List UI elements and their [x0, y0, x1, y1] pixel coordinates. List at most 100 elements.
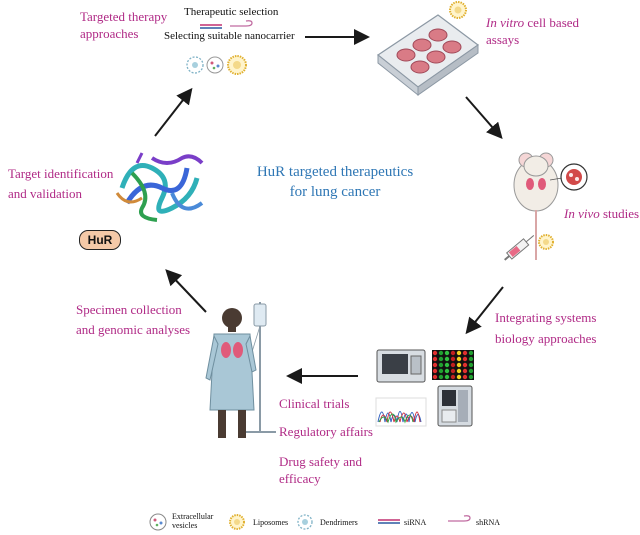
legend-dendrimer-icon [297, 514, 313, 530]
microarray-spot [462, 368, 468, 374]
nanocarrier-icons [186, 55, 247, 75]
microarray-spot [432, 374, 438, 380]
label-in-vitro: In vitro cell based assays [486, 14, 579, 48]
microarray-spot [462, 356, 468, 362]
legend-ev-line-1: Extracellular [172, 512, 214, 521]
invitro-italic: In vitro [486, 15, 525, 30]
drug-safety-line-1: Drug safety and [279, 454, 363, 469]
microarray-spot [450, 356, 456, 362]
microarray-spot [468, 368, 474, 374]
arrow-invitro-to-invivo [465, 96, 503, 140]
label-drug-safety: Drug safety and efficacy [279, 453, 362, 487]
legend-shrna: shRNA [476, 518, 501, 527]
chromatogram-illustration [375, 397, 427, 427]
therapy-line-2: approaches [80, 26, 139, 41]
microarray-spot [444, 374, 450, 380]
microarray-spot [462, 362, 468, 368]
arrow-clinical-to-specimen [165, 269, 207, 313]
microarray-spot [450, 350, 456, 356]
title-line-2: for lung cancer [289, 184, 381, 200]
microarray-spot [432, 368, 438, 374]
diagram-title: HuR targeted therapeutics for lung cance… [250, 162, 420, 202]
well-plate-illustration [376, 14, 480, 97]
microarray-spot [444, 368, 450, 374]
title-line-1: HuR targeted therapeutics [256, 164, 414, 180]
hur-protein-structure [115, 152, 204, 222]
arrow-target-to-therapy [154, 87, 193, 137]
invivo-rest: studies [599, 206, 640, 221]
invitro-line-2: assays [486, 32, 520, 47]
legend-sirna: siRNA [404, 518, 427, 527]
legend-shrna-icon [448, 515, 471, 522]
patient-illustration [205, 302, 276, 438]
microarray-spot [456, 356, 462, 362]
selection-line-2: Selecting suitable nanocarrier [164, 30, 295, 42]
microarray-spot [432, 356, 438, 362]
microarray-spot [456, 368, 462, 374]
systems-line-2: biology approaches [495, 331, 597, 346]
legend-ev-line-2: vesicles [172, 521, 198, 530]
microarray-spot [438, 356, 444, 362]
mouse-illustration [513, 152, 588, 260]
legend-sirna-icon [378, 519, 400, 524]
microarray-spot [444, 362, 450, 368]
analyzer-illustration [437, 385, 473, 427]
liposome-icon [227, 55, 247, 75]
microarray-spot [444, 350, 450, 356]
legend-dendrimers: Dendrimers [320, 518, 358, 527]
invitro-rest: cell based [524, 15, 580, 30]
arrow-invivo-to-systems [465, 286, 504, 335]
hur-label-badge: HuR [79, 230, 121, 250]
systems-line-1: Integrating systems [495, 310, 597, 325]
syringe-liposome-icon [538, 234, 554, 250]
microarray-spot [462, 350, 468, 356]
label-clinical-trials: Clinical trials [279, 396, 350, 411]
target-line-2: and validation [8, 186, 83, 201]
label-systems-biology: Integrating systems biology approaches [495, 309, 596, 347]
microarray-spot [468, 362, 474, 368]
microarray-spot [432, 362, 438, 368]
label-regulatory-affairs: Regulatory affairs [279, 424, 373, 439]
microarray-spot [438, 368, 444, 374]
selection-rna-icons [200, 20, 253, 29]
microarray-spot [444, 356, 450, 362]
therapy-line-1: Targeted therapy [80, 9, 168, 24]
microarray-spot [456, 350, 462, 356]
legend-liposome-icon [229, 514, 245, 530]
target-line-1: Target identification [8, 166, 114, 181]
legend-extracellular-vesicles: Extracellular vesicles [172, 512, 213, 530]
label-targeted-therapy: Targeted therapy approaches [80, 8, 167, 42]
microarray-spot [438, 362, 444, 368]
microarray-spot [456, 374, 462, 380]
microarray-spot [468, 356, 474, 362]
microarray-spot [432, 350, 438, 356]
label-therapeutic-selection: Therapeutic selection Selecting suitable… [164, 5, 295, 43]
sequencer-illustration [376, 349, 426, 383]
legend-liposomes: Liposomes [253, 518, 289, 527]
label-target-identification: Target identification and validation [8, 165, 113, 202]
microarray-heatmap [432, 350, 474, 380]
extracellular-vesicle-icon [206, 56, 224, 74]
drug-safety-line-2: efficacy [279, 471, 321, 486]
microarray-spot [450, 362, 456, 368]
microarray-spot [456, 362, 462, 368]
dendrimer-icon [186, 56, 204, 74]
legend-extracellular-vesicle-icon [149, 513, 167, 531]
microarray-spot [462, 374, 468, 380]
microarray-spot [468, 350, 474, 356]
hur-label-text: HuR [87, 233, 113, 247]
label-in-vivo: In vivo studies [564, 205, 639, 222]
microarray-spot [438, 374, 444, 380]
microarray-spot [468, 374, 474, 380]
selection-line-1: Therapeutic selection [184, 6, 279, 18]
specimen-line-2: and genomic analyses [76, 322, 191, 337]
microarray-spot [450, 374, 456, 380]
plate-liposome-icon [449, 1, 467, 19]
specimen-line-1: Specimen collection [76, 302, 182, 317]
invivo-italic: In vivo [564, 206, 600, 221]
microarray-spot [438, 350, 444, 356]
label-specimen-collection: Specimen collection and genomic analyses [76, 301, 190, 338]
microarray-spot [450, 368, 456, 374]
syringe-icon [504, 235, 535, 261]
